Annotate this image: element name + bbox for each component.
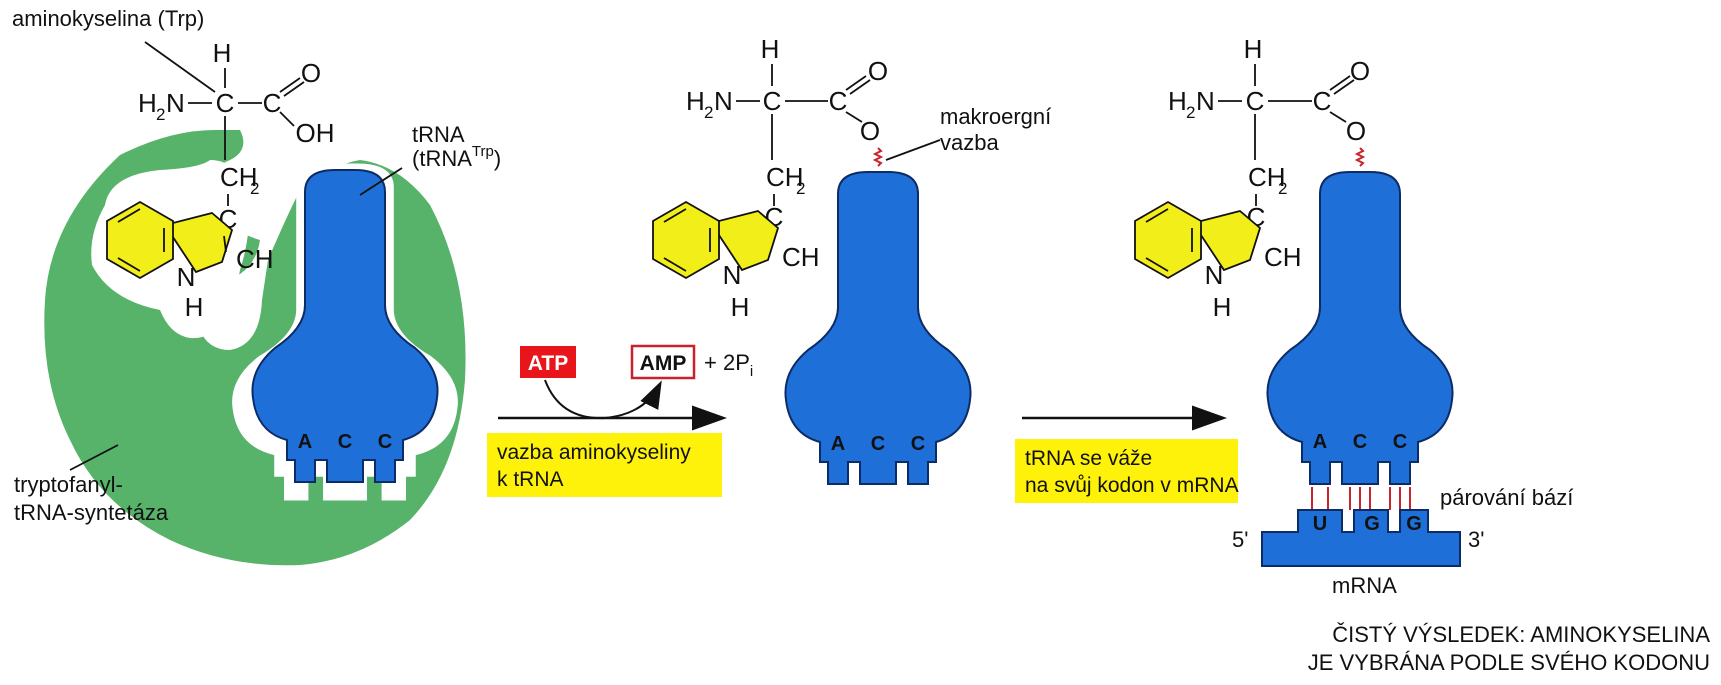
svg-text:C: C: [829, 86, 848, 116]
step2-label-box: [1015, 439, 1238, 503]
svg-text:H: H: [761, 34, 780, 64]
high-energy-bond-2: [872, 147, 884, 167]
atp-box: [520, 346, 576, 378]
svg-text:C: C: [1246, 86, 1265, 116]
trna-body-1: A C C: [251, 169, 439, 483]
codon-base-2: G: [1364, 513, 1380, 535]
svg-text:H: H: [731, 292, 750, 322]
svg-text:C: C: [216, 88, 235, 118]
svg-text:O: O: [868, 56, 888, 86]
anticodon-base-3: C: [911, 433, 925, 455]
svg-text:H: H: [213, 38, 232, 68]
codon-base-1: U: [1313, 513, 1327, 535]
svg-text:2: 2: [250, 179, 259, 198]
svg-text:H: H: [1168, 86, 1187, 116]
svg-text:OH: OH: [296, 118, 335, 148]
svg-text:CH: CH: [1264, 242, 1302, 272]
anticodon-base-3: C: [378, 431, 392, 453]
result-line-1: ČISTÝ VÝSLEDEK: AMINOKYSELINA: [1332, 622, 1710, 647]
anticodon-base-3: C: [1393, 431, 1407, 453]
trna-body-2: A C C: [784, 171, 972, 485]
panel-codon-pairing: A C C U G G 5' 3' mRNA párování bází H H…: [1134, 34, 1573, 598]
svg-text:N: N: [1196, 86, 1215, 116]
reaction-step-1: ATP AMP + 2Pi vazba aminokyseliny k tRNA: [487, 344, 753, 497]
anticodon-base-2: C: [338, 431, 352, 453]
trna-label: tRNA: [412, 122, 465, 147]
step1-label-box: [487, 433, 722, 497]
svg-text:2: 2: [156, 105, 165, 124]
step1-label-line1: vazba aminokyseliny: [497, 441, 691, 464]
atp-label: ATP: [528, 352, 568, 375]
svg-text:C: C: [763, 86, 782, 116]
three-prime-label: 3': [1468, 527, 1484, 552]
svg-text:CH: CH: [1248, 162, 1286, 192]
anticodon-base-1: A: [831, 433, 845, 455]
tryptophan-structure-2: H H 2 N C C O O CH 2 C CH N H: [652, 34, 888, 322]
svg-text:H: H: [1244, 34, 1263, 64]
mrna-strand: [1261, 509, 1461, 567]
high-energy-bond-3: [1354, 147, 1366, 167]
macroergic-label-line2: vazba: [940, 130, 999, 155]
panel-enzyme-complex: A C C H H 2 N C C O OH CH 2 C: [12, 6, 501, 566]
svg-text:N: N: [1205, 260, 1224, 290]
svg-text:O: O: [1350, 56, 1370, 86]
base-pair-bonds: [1311, 487, 1411, 510]
anticodon-base-2: C: [1353, 431, 1367, 453]
svg-text:CH: CH: [220, 162, 258, 192]
svg-text:O: O: [301, 58, 321, 88]
macroergic-label-line1: makroergní: [940, 104, 1051, 129]
svg-text:2: 2: [796, 179, 805, 198]
step1-label-line2: k tRNA: [497, 468, 564, 491]
trna-body-3: A C C: [1266, 171, 1454, 485]
svg-text:H: H: [1213, 292, 1232, 322]
svg-text:N: N: [177, 262, 196, 292]
svg-text:CH: CH: [766, 162, 804, 192]
mrna-label: mRNA: [1332, 573, 1397, 598]
svg-text:N: N: [714, 86, 733, 116]
enzyme-label-line1: tryptofanyl-: [14, 472, 123, 497]
anticodon-base-2: C: [871, 433, 885, 455]
svg-text:H: H: [686, 86, 705, 116]
trna-trp-label: (tRNATrp): [412, 143, 501, 171]
svg-text:O: O: [1346, 116, 1366, 146]
step2-label-line2: na svůj kodon v mRNA: [1025, 474, 1239, 497]
svg-text:CH: CH: [782, 242, 820, 272]
amino-acid-label: aminokyselina (Trp): [12, 6, 204, 31]
step2-label-line1: tRNA se váže: [1025, 447, 1152, 470]
tryptophan-structure-3: H H 2 N C C O O CH 2 C CH N H: [1134, 34, 1370, 322]
svg-text:2: 2: [704, 103, 713, 122]
svg-text:CH: CH: [236, 244, 274, 274]
phosphate-label: + 2Pi: [704, 350, 753, 380]
svg-text:H: H: [185, 292, 204, 322]
base-pairing-label: párování bází: [1440, 485, 1573, 510]
svg-text:H: H: [138, 88, 157, 118]
panel-charged-trna: A C C H H 2 N C C O O CH 2 C: [652, 34, 1051, 485]
amp-label: AMP: [640, 352, 687, 375]
reaction-step-2: tRNA se váže na svůj kodon v mRNA: [1015, 405, 1239, 503]
svg-text:N: N: [723, 260, 742, 290]
five-prime-label: 5': [1232, 527, 1248, 552]
svg-text:2: 2: [1278, 179, 1287, 198]
svg-text:C: C: [1313, 86, 1332, 116]
svg-text:N: N: [166, 88, 185, 118]
enzyme-label-line2: tRNA-syntetáza: [14, 500, 169, 525]
svg-text:C: C: [263, 88, 282, 118]
codon-base-3: G: [1406, 513, 1422, 535]
svg-text:O: O: [860, 116, 880, 146]
result-line-2: JE VYBRÁNA PODLE SVÉHO KODONU: [1308, 650, 1710, 675]
anticodon-base-1: A: [298, 431, 312, 453]
anticodon-base-1: A: [1313, 431, 1327, 453]
tryptophan-structure-1: H H 2 N C C O OH CH 2 C CH N: [106, 38, 335, 322]
svg-text:2: 2: [1186, 103, 1195, 122]
amp-box: [630, 344, 696, 380]
